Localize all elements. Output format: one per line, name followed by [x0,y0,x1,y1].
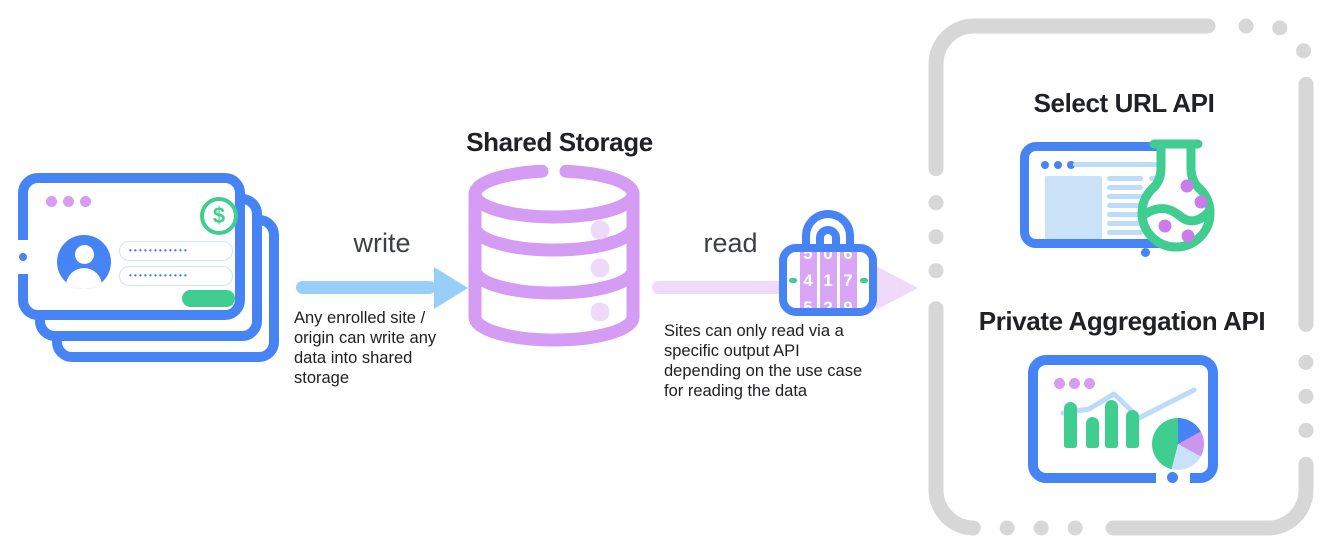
write-arrow [296,281,436,294]
read-description-line: depending on the use case [664,362,863,380]
list-line [1107,176,1143,181]
database-row-dot [590,302,610,322]
write-description-line: Any enrolled site / [294,309,426,327]
write-description-line: origin can write any [294,329,437,347]
window-control-dot [1084,378,1095,389]
window-control-dot [63,196,74,207]
flask-bubble [1158,219,1172,233]
write-description-line: data into shared [294,349,413,367]
dial-digit: 5 [803,297,813,316]
database-icon [468,164,640,347]
select-url-api-icon [1018,136,1224,260]
write-label: write [353,228,411,258]
lock-dial: 0 1 2 [819,244,837,316]
read-arrow-head [876,265,918,310]
lock-body: 5 4 5 0 1 2 6 7 9 [779,244,877,316]
window-control-dot [1067,161,1075,169]
write-description-line: storage [294,369,350,387]
border-gap-dot [1167,472,1178,483]
shared-storage-title: Shared Storage [466,127,653,157]
flask-bubble [1181,229,1195,243]
flask-bubble [1194,195,1208,209]
dial-digit: 1 [823,270,833,290]
window-control-dot [1069,378,1080,389]
read-label: read [703,228,758,258]
dial-digit: 6 [843,244,853,263]
border-gap-dot [19,253,27,261]
list-line [1107,221,1143,226]
dollar-glyph: $ [212,203,226,228]
password-field: •••••••••••• [119,266,233,286]
lock-shackle [802,210,854,258]
window-control-dot [1054,378,1065,389]
list-line [1107,194,1143,199]
dollar-icon: $ [200,197,238,235]
bar-chart-bar [1086,417,1099,448]
dashboard-icon [1028,355,1218,483]
bar-chart-bar [1064,402,1077,448]
list-line [1107,203,1143,208]
read-description-line: for reading the data [664,382,808,400]
dial-marker [788,277,797,283]
border-gap-dot [1141,248,1150,257]
write-arrow-head [434,266,468,309]
dial-digit: 5 [803,244,813,263]
list-line [1107,212,1143,217]
select-url-api-title: Select URL API [1033,88,1215,118]
dial-digit: 9 [843,297,853,316]
password-value: •••••••••••• [129,246,190,255]
avatar-icon [57,235,111,289]
border-gap [1029,187,1038,201]
browser-window-front: $ •••••••••••• •••••••••••• [18,173,245,320]
read-description-line: Sites can only read via a [664,322,844,340]
password-field: •••••••••••• [119,241,233,261]
output-gate-boundary [928,18,1314,536]
list-line [1107,230,1143,235]
private-aggregation-api-title: Private Aggregation API [978,306,1266,336]
flask-bubble [1180,179,1194,193]
dial-digit: 2 [823,297,833,316]
content-block [1045,176,1102,239]
read-description-line: specific output API [664,342,800,360]
lock-dial: 5 4 5 [799,244,817,316]
line-chart-icon [1060,387,1197,421]
database-row-dot [590,220,610,240]
bar-chart-bar [1105,400,1118,448]
database-row-dot [590,258,610,278]
dial-digit: 0 [823,244,833,263]
flask-icon [1137,139,1215,252]
window-control-dot [1054,161,1062,169]
window-control-dot [1041,161,1049,169]
dial-digit: 4 [803,270,813,290]
combination-lock-icon: 5 4 5 0 1 2 6 7 9 [779,200,877,318]
window-control-dot [80,196,91,207]
login-button [182,290,235,307]
write-description: Any enrolled site / origin can write any… [294,308,479,388]
password-value: •••••••••••• [129,271,190,280]
read-description: Sites can only read via a specific outpu… [664,321,909,401]
dial-marker [859,277,868,283]
lock-dial: 6 7 9 [839,244,857,316]
bar-chart-bar [1126,410,1139,448]
url-bar-line [1073,162,1173,167]
dial-digit: 7 [843,270,853,290]
window-control-dot [46,196,57,207]
pie-chart-icon [1152,418,1204,470]
list-line [1107,185,1143,190]
